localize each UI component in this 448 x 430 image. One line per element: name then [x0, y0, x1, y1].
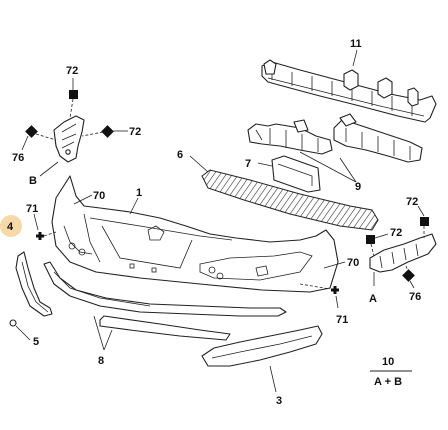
highlight-marker-4 — [0, 215, 22, 237]
part-5-clip — [9, 319, 17, 327]
callout-76-left: 76 — [12, 152, 24, 164]
dash-71-right — [299, 283, 331, 290]
part-7-insert — [271, 155, 321, 193]
bracket-left-b — [53, 115, 85, 163]
leader-6 — [189, 155, 209, 173]
callout-10: 10 — [382, 356, 394, 368]
part-9-support-bracket-right — [333, 113, 423, 163]
part-8-lower-spoiler — [43, 261, 287, 317]
part-1-bumper-shell — [51, 175, 339, 293]
callout-3: 3 — [276, 395, 282, 407]
leader-11 — [352, 49, 358, 67]
callout-76-right: 76 — [409, 291, 421, 303]
leader-9b — [299, 151, 357, 183]
leader-70-right — [323, 261, 346, 269]
fastener-76-right — [402, 269, 415, 282]
dash-72-mid — [81, 131, 104, 137]
callout-9: 9 — [355, 181, 361, 193]
leader-8a — [93, 315, 105, 351]
part-8-lip-strip — [99, 315, 231, 341]
leader-76-right — [409, 280, 415, 289]
fastener-72-right-top — [420, 217, 429, 226]
callout-72-top: 72 — [66, 65, 78, 77]
callout-72-right-mid: 72 — [390, 227, 402, 239]
callout-10-sub: A + B — [374, 376, 402, 388]
dash-76-right — [405, 265, 409, 272]
leader-71-left — [33, 213, 39, 231]
callout-5: 5 — [33, 336, 39, 348]
fastener-72-right-mid — [366, 235, 375, 244]
leader-72-right-mid — [374, 233, 389, 239]
leader-b — [39, 161, 59, 177]
clip-71-right — [331, 286, 339, 294]
callout-70-left: 70 — [93, 190, 105, 202]
fastener-76-left — [25, 125, 38, 138]
callout-8: 8 — [98, 355, 104, 367]
callout-4: 4 — [7, 221, 14, 233]
leader-71-right — [335, 295, 339, 309]
dash-71-left — [43, 231, 57, 237]
callout-b: B — [29, 175, 37, 187]
fastener-72-top — [69, 90, 78, 99]
leader-9a — [339, 157, 357, 183]
dash-72-right-mid — [370, 243, 375, 257]
leader-5 — [15, 325, 31, 341]
leader-76-left — [21, 135, 29, 151]
leader-70-left — [73, 194, 93, 205]
callout-7: 7 — [245, 158, 251, 170]
dash-76-left — [35, 133, 57, 141]
leader-72-right-top — [417, 205, 425, 217]
part-11-absorber-beam — [261, 59, 437, 123]
dash-72-top — [69, 98, 74, 119]
leader-3 — [269, 365, 277, 393]
callout-70-right: 70 — [347, 257, 359, 269]
leader-7 — [257, 162, 273, 167]
part-3-lower-trim — [201, 325, 323, 367]
leader-8b — [103, 329, 113, 351]
callout-6: 6 — [177, 149, 183, 161]
callout-1: 1 — [136, 187, 142, 199]
clip-71-left — [36, 232, 44, 240]
callout-71-right: 71 — [336, 314, 348, 326]
callout-71-left: 71 — [26, 203, 38, 215]
callout-72-right-top: 72 — [406, 196, 418, 208]
part-6-grille — [201, 169, 379, 231]
part-9-support-bracket-left — [247, 119, 333, 155]
callout-72-mid: 72 — [129, 126, 141, 138]
callout-a: A — [369, 293, 377, 305]
callout-11: 11 — [350, 38, 362, 50]
leader-1 — [129, 197, 139, 215]
part-4-side-trim — [15, 251, 53, 317]
fastener-72-mid — [101, 125, 114, 138]
bracket-right-a — [369, 233, 437, 273]
